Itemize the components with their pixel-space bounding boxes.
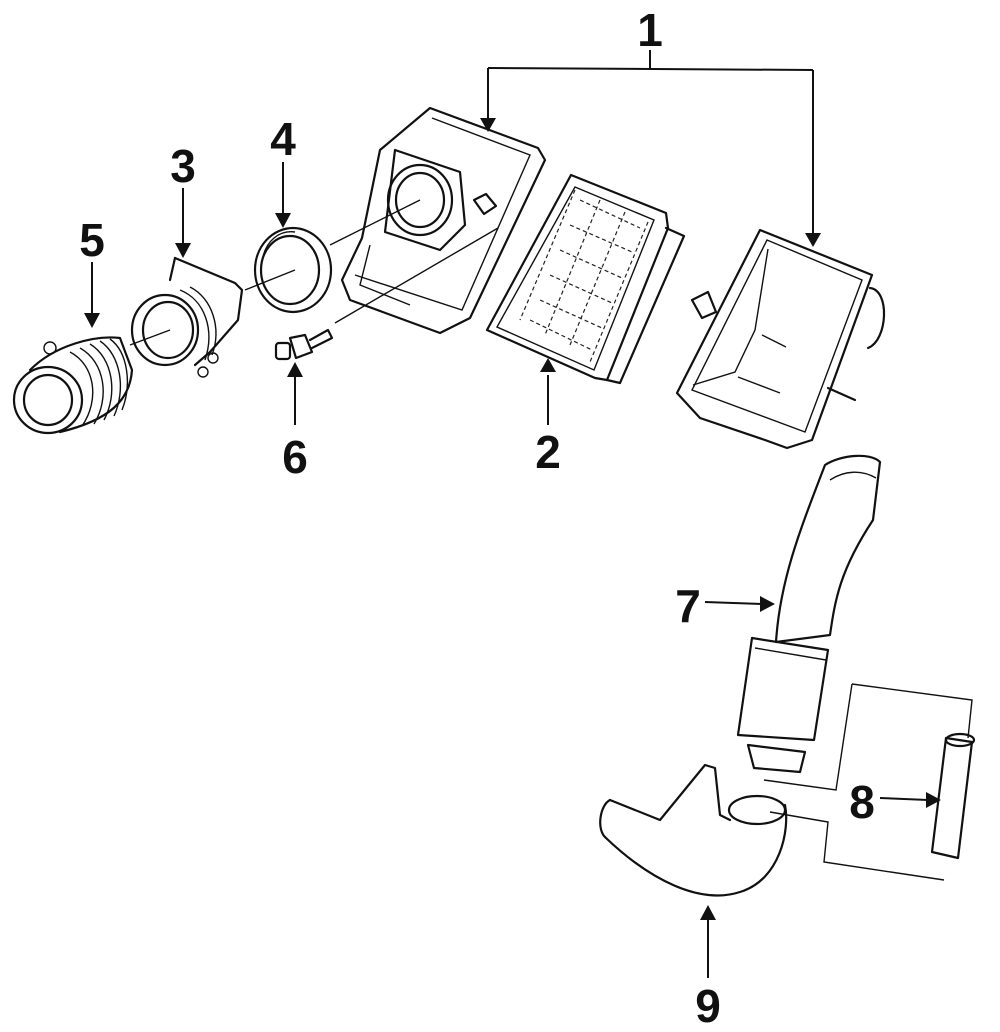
part-8-hose (763, 683, 976, 881)
callout-label-3: 3 (170, 140, 196, 192)
arrow-1b-icon (805, 233, 821, 247)
callout-label-8: 8 (849, 776, 875, 828)
part-3-maf-sensor (130, 256, 244, 378)
part-1-housing-lower (340, 106, 547, 335)
part-1-housing-upper (675, 228, 886, 450)
callout-3-leader (175, 188, 191, 258)
arrow-8-icon (926, 792, 941, 808)
callout-label-7: 7 (675, 580, 701, 632)
arrow-2-icon (540, 358, 556, 372)
arrow-4-icon (275, 213, 291, 228)
arrow-7-icon (760, 596, 775, 612)
part-2-filter-element (485, 173, 686, 385)
callout-label-1: 1 (637, 4, 663, 56)
arrow-3-icon (175, 243, 191, 258)
callout-2-leader (540, 358, 556, 425)
callout-label-6: 6 (282, 431, 308, 483)
part-6-temp-sensor (274, 328, 334, 361)
part-5-bellows-duct (12, 336, 134, 435)
callout-label-5: 5 (79, 214, 105, 266)
callout-1-leader (480, 50, 821, 247)
arrow-5-icon (84, 313, 100, 328)
part-9-elbow (599, 763, 788, 897)
callout-4-leader (275, 162, 291, 228)
callout-6-leader (287, 362, 303, 425)
arrow-6-icon (287, 362, 303, 377)
part-7-inlet-duct (736, 454, 882, 774)
arrow-9-icon (700, 905, 716, 920)
part-4-seal-ring (253, 226, 333, 314)
assembly-lines (129, 199, 499, 346)
callout-9-leader (700, 905, 716, 978)
callout-8-leader (879, 792, 941, 808)
callout-label-4: 4 (270, 113, 296, 165)
callout-7-leader (704, 596, 775, 612)
arrow-1a-icon (480, 118, 496, 132)
callout-label-9: 9 (695, 980, 721, 1032)
callout-label-2: 2 (535, 426, 561, 478)
callout-5-leader (84, 262, 100, 328)
